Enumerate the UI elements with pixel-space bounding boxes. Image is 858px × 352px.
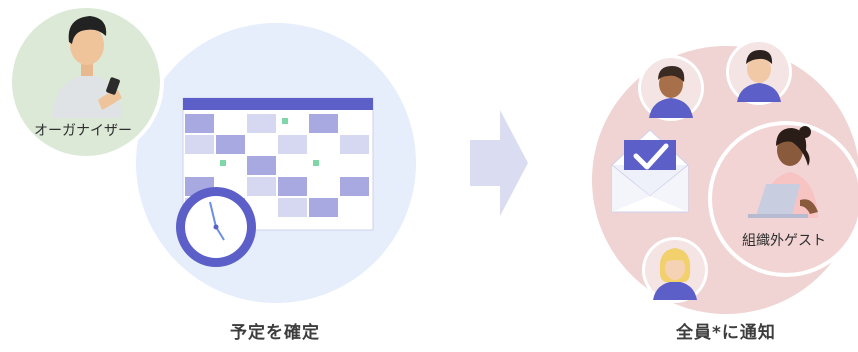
clock-icon	[176, 187, 256, 267]
calendar-cell	[309, 198, 338, 217]
calendar-cell	[247, 114, 276, 133]
left-caption: 予定を確定	[230, 323, 320, 343]
calendar-cell	[340, 198, 369, 217]
calendar-cell	[340, 156, 369, 175]
calendar-cell	[278, 198, 307, 217]
person-avatar-icon	[642, 237, 708, 303]
calendar-cell	[247, 198, 276, 217]
calendar-event-dot	[313, 160, 319, 166]
person-avatar-icon	[726, 39, 792, 105]
calendar-cell	[278, 135, 307, 154]
calendar-cell	[247, 156, 276, 175]
calendar-cell	[216, 114, 245, 133]
person-avatar-icon	[638, 55, 704, 121]
calendar-cell	[216, 135, 245, 154]
calendar-cell	[247, 135, 276, 154]
calendar-cell	[278, 177, 307, 196]
calendar-event-dot	[220, 160, 226, 166]
calendar-cell	[247, 177, 276, 196]
calendar-event-dot	[282, 118, 288, 124]
calendar-cell	[185, 156, 214, 175]
calendar-cell	[309, 135, 338, 154]
calendar-cell	[185, 114, 214, 133]
person-with-laptop-icon	[748, 126, 818, 218]
guest-label: 組織外ゲスト	[742, 233, 826, 249]
arrow-right-icon	[470, 110, 528, 216]
envelope-check-icon	[611, 129, 689, 213]
calendar-cell	[340, 177, 369, 196]
calendar-cell	[340, 114, 369, 133]
calendar-icon	[182, 97, 374, 231]
right-caption: 全員*に通知	[676, 323, 776, 343]
calendar-cell	[309, 114, 338, 133]
calendar-cell	[309, 177, 338, 196]
calendar-cell	[340, 135, 369, 154]
organizer-label: オーガナイザー	[34, 123, 132, 139]
calendar-cell	[185, 135, 214, 154]
calendar-cell	[278, 156, 307, 175]
person-with-phone-icon	[52, 16, 122, 118]
